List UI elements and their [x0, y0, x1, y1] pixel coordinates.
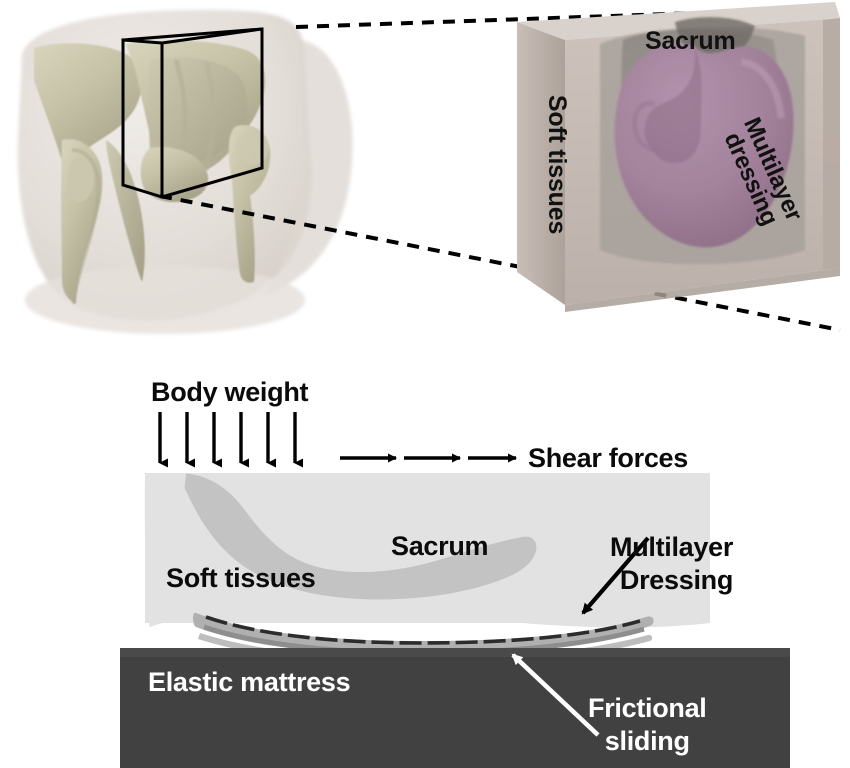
inset-block-right-face [823, 18, 840, 270]
zoom-inset-block [505, 0, 850, 340]
callout-line-top [295, 6, 841, 29]
callout-connectors [159, 6, 841, 332]
sacrum-silhouette [145, 473, 537, 617]
schematic-label-elastic-mattress: Elastic mattress [148, 667, 351, 697]
inset-label-soft-tissues: Soft tissues [543, 94, 572, 235]
inset-label-sacrum: Sacrum [645, 27, 736, 55]
schematic-label-multilayer-line1: Multilayer [610, 532, 734, 562]
schematic-label-soft-tissues: Soft tissues [166, 563, 316, 593]
schematic-label-sacrum: Sacrum [391, 531, 489, 561]
frictional-sliding-pointer [511, 653, 600, 737]
schematic-label-body-weight: Body weight [151, 377, 309, 407]
elastic-mattress [120, 648, 790, 768]
schematic-label-multilayer-dressing: Multilayer Dressing [610, 531, 733, 597]
inset-block-left-face [517, 22, 565, 305]
callout-line-bottom [159, 194, 841, 332]
3d-pelvis-render [0, 0, 400, 345]
schematic-label-shear-forces: Shear forces [528, 443, 688, 473]
body-weight-arrows [158, 412, 303, 468]
inset-block-bottom-edge [565, 268, 840, 312]
multilayer-dressing-3d [614, 43, 794, 248]
schematic-label-frictional-sliding: Frictional sliding [588, 692, 707, 758]
sagittal-schematic [0, 345, 850, 768]
schematic-label-friction-line2: sliding [604, 725, 690, 756]
multilayer-dressing-pointer [581, 536, 650, 615]
schematic-label-multilayer-line2: Dressing [619, 564, 734, 595]
schematic-label-friction-line1: Frictional [588, 693, 707, 723]
